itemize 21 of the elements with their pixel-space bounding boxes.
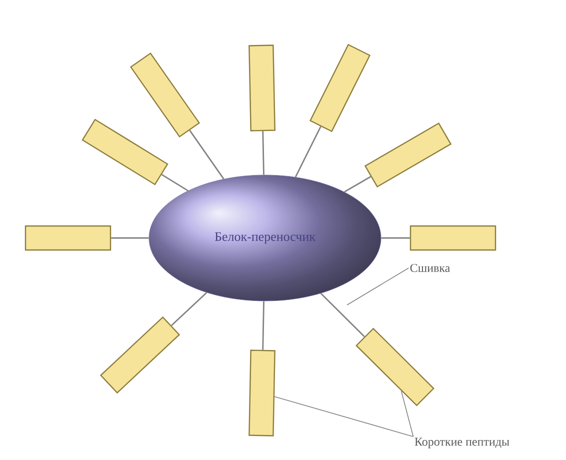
crosslink-line bbox=[262, 131, 264, 175]
crosslink-line bbox=[294, 126, 322, 178]
crosslink-line bbox=[161, 174, 188, 192]
crosslink-line bbox=[189, 130, 224, 180]
peptide-box bbox=[356, 328, 434, 406]
peptide-box bbox=[248, 44, 276, 132]
peptide-box bbox=[248, 350, 276, 436]
leader-line bbox=[274, 396, 414, 437]
leader-line bbox=[400, 390, 414, 437]
peptide-box bbox=[82, 118, 168, 186]
peptide-box bbox=[410, 225, 496, 251]
crosslink-line bbox=[111, 237, 149, 239]
leader-line bbox=[346, 268, 410, 306]
crosslink-line bbox=[320, 292, 365, 338]
crosslink-line bbox=[262, 301, 264, 350]
callout-text: Сшивка bbox=[410, 264, 450, 272]
crosslink-line bbox=[171, 292, 208, 326]
crosslink-line bbox=[344, 176, 372, 192]
crosslink-line bbox=[381, 237, 410, 239]
callout-text: Короткие пептиды bbox=[414, 438, 510, 448]
peptide-box bbox=[24, 225, 112, 251]
